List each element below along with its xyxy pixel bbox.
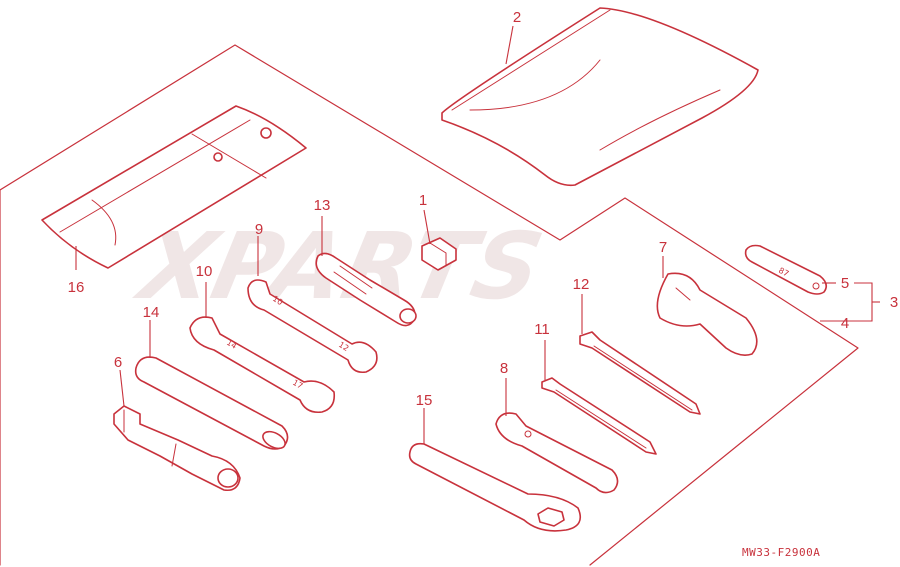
- callout-12: 12: [573, 276, 590, 293]
- diagram-code: MW33-F2900A: [742, 546, 820, 559]
- callout-7: 7: [659, 239, 667, 256]
- svg-text:87: 87: [777, 266, 790, 279]
- callout-1: 1: [419, 192, 427, 209]
- open-wrench-part-8: [495, 412, 619, 494]
- callout-5: 5: [841, 275, 849, 292]
- callout-9: 9: [255, 221, 263, 238]
- extension-bar-part-14: [134, 356, 289, 450]
- clip-part-1: [421, 237, 457, 271]
- svg-text:17: 17: [291, 378, 304, 391]
- callout-numbers: 2 1 13 9 10 14 6 16 15 8 11 12 7 5 4 3: [68, 9, 899, 409]
- tool-bag-part-2: [441, 7, 759, 187]
- callout-11: 11: [534, 321, 550, 338]
- diagram-boundary: [0, 44, 859, 566]
- callout-6: 6: [114, 354, 122, 371]
- callout-16: 16: [68, 279, 85, 296]
- callout-2: 2: [513, 9, 521, 26]
- pin-spanner-part-7: [656, 272, 758, 356]
- callout-14: 14: [143, 304, 160, 321]
- spark-plug-wrench-part-6: [113, 405, 241, 492]
- callout-4: 4: [841, 315, 849, 332]
- wrench-part-10: 14 17: [189, 316, 336, 414]
- svg-text:14: 14: [225, 338, 238, 351]
- wrench-part-9: 10 12: [247, 279, 378, 374]
- long-wrench-part-15: [408, 442, 582, 532]
- flat-key-part-5: 87: [744, 244, 828, 295]
- callout-10: 10: [196, 263, 213, 280]
- callout-3: 3: [890, 294, 898, 311]
- tool-roll-part-16: [41, 105, 307, 269]
- callout-13: 13: [314, 197, 331, 214]
- screwdriver-grip-part-13: [315, 252, 417, 327]
- callout-8: 8: [500, 360, 508, 377]
- callout-15: 15: [416, 392, 433, 409]
- leader-lines: [75, 25, 880, 444]
- screwdriver-shaft-part-12: [579, 331, 701, 415]
- screwdriver-shaft-part-11: [541, 377, 657, 455]
